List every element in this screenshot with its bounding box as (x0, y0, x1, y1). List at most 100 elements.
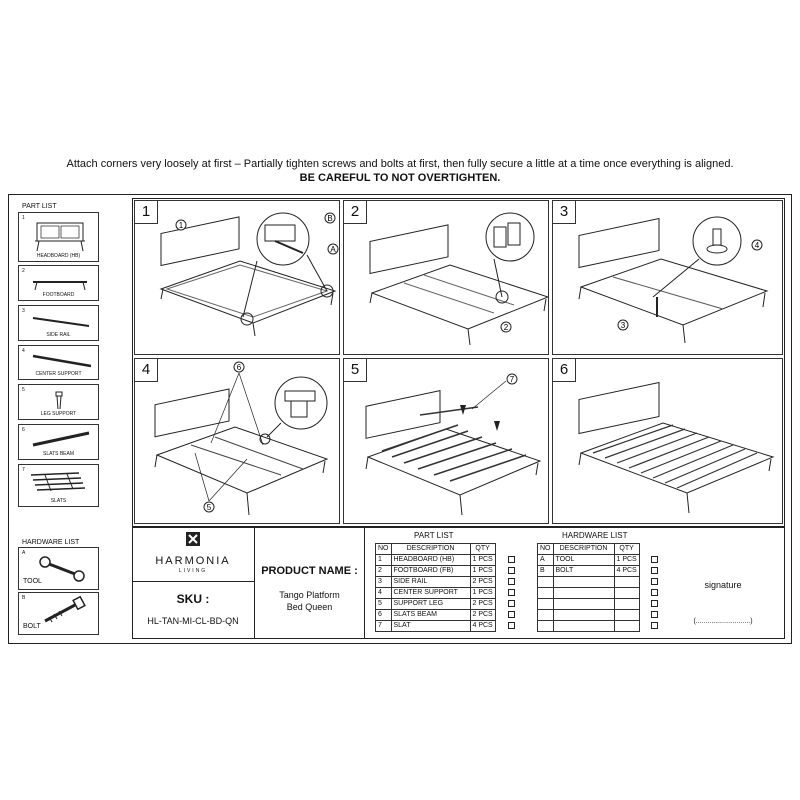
callout: 7 (510, 375, 515, 384)
part-name: SLATS BEAM (42, 451, 75, 457)
cell: TOOL (552, 554, 615, 566)
step-number: 6 (553, 359, 576, 382)
part-name: LEG SUPPORT (40, 411, 77, 417)
part-checkbox-2[interactable] (508, 567, 515, 574)
cell: 2 PCS (469, 598, 496, 610)
part-num: 3 (22, 308, 25, 314)
hardware-num: B (22, 595, 26, 601)
cell: 5 (375, 598, 392, 610)
step-number: 3 (553, 201, 576, 224)
table-row (537, 576, 640, 588)
step-1-diagram: 1 B A (159, 212, 339, 337)
cell: 1 PCS (469, 565, 496, 577)
cell: B (537, 565, 554, 577)
cell: 7 (375, 620, 392, 632)
cell: 2 PCS (469, 609, 496, 621)
slats-beam-drawing (32, 431, 90, 447)
cell: 1 PCS (469, 554, 496, 566)
step-6-diagram (578, 381, 775, 514)
step-1: 1 1 B A (134, 200, 340, 355)
col-header: NO (375, 543, 392, 555)
hardware-checkbox-2[interactable] (651, 567, 658, 574)
part-checkbox-7[interactable] (508, 622, 515, 629)
cell: 1 PCS (613, 554, 640, 566)
callout: 1 (179, 221, 184, 230)
instruction-sheet-frame (8, 194, 792, 644)
hardware-card-tool: A TOOL (18, 547, 99, 590)
part-checkbox-3[interactable] (508, 578, 515, 585)
step-number: 4 (135, 359, 158, 382)
col-header: QTY (613, 543, 640, 555)
cell (613, 587, 640, 599)
headboard-drawing (35, 222, 85, 252)
part-num: 2 (22, 268, 25, 274)
cell: 4 PCS (613, 565, 640, 577)
step-6: 6 (552, 358, 783, 524)
cell (552, 620, 615, 632)
step-5: 5 7 (343, 358, 549, 524)
product-name-label: PRODUCT NAME : (261, 565, 358, 577)
step-2-diagram: 2 (369, 212, 548, 346)
hardware-checkbox-4[interactable] (651, 589, 658, 596)
cell: CENTER SUPPORT (390, 587, 471, 599)
side-rail-drawing (32, 317, 90, 327)
cell: 3 (375, 576, 392, 588)
hardware-list-title: HARDWARE LIST (22, 539, 80, 546)
part-checkbox-5[interactable] (508, 600, 515, 607)
part-card-headboard: 1 HEADBOARD (HB) (18, 212, 99, 262)
step-5-diagram: 7 (365, 373, 542, 516)
part-checkbox-1[interactable] (508, 556, 515, 563)
part-card-slats: 7 SLATS (18, 464, 99, 507)
hardware-checkbox-6[interactable] (651, 611, 658, 618)
hardware-checkbox-1[interactable] (651, 556, 658, 563)
part-checkbox-4[interactable] (508, 589, 515, 596)
cell: 6 (375, 609, 392, 621)
table-header-row: NO DESCRIPTION QTY (375, 543, 496, 555)
part-num: 5 (22, 387, 25, 393)
product-name-line-1: Tango Platform (279, 590, 340, 600)
callout: 5 (207, 503, 212, 512)
part-table-title: PART LIST (414, 531, 454, 540)
slats-drawing (30, 472, 86, 492)
signature-field[interactable]: (............................) (693, 618, 753, 625)
bolt-icon (44, 595, 86, 623)
callout: 3 (621, 321, 626, 330)
part-name: SIDE RAIL (46, 332, 71, 338)
hardware-checkbox-3[interactable] (651, 578, 658, 585)
leg-support-drawing (55, 391, 63, 410)
cell: BOLT (552, 565, 615, 577)
product-info-panel (132, 527, 785, 639)
table-row (537, 598, 640, 610)
step-4-diagram: 6 5 (154, 361, 329, 516)
col-header: QTY (469, 543, 496, 555)
cell: SUPPORT LEG (390, 598, 471, 610)
hardware-checkbox-5[interactable] (651, 600, 658, 607)
hardware-table-title: HARDWARE LIST (562, 531, 628, 540)
product-name-block: PRODUCT NAME : Tango Platform Bed Queen (255, 527, 365, 639)
part-name: HEADBOARD (HB) (36, 253, 81, 259)
cell (552, 598, 615, 610)
col-header: DESCRIPTION (552, 543, 615, 555)
part-num: 6 (22, 427, 25, 433)
step-number: 2 (344, 201, 367, 224)
harmonia-logo-icon (186, 532, 200, 546)
product-name-line-2: Bed Queen (286, 602, 333, 612)
part-checkbox-6[interactable] (508, 611, 515, 618)
notice-line-2: BE CAREFUL TO NOT OVERTIGHTEN. (299, 172, 501, 184)
cell: 4 (375, 587, 392, 599)
cell: 1 (375, 554, 392, 566)
cell (537, 620, 554, 632)
hardware-checkbox-7[interactable] (651, 622, 658, 629)
callout: 4 (755, 241, 760, 250)
step-number: 1 (135, 201, 158, 224)
part-name: CENTER SUPPORT (35, 371, 82, 377)
brand-name: HARMONIA (155, 555, 231, 567)
part-card-center-support: 4 CENTER SUPPORT (18, 345, 99, 380)
